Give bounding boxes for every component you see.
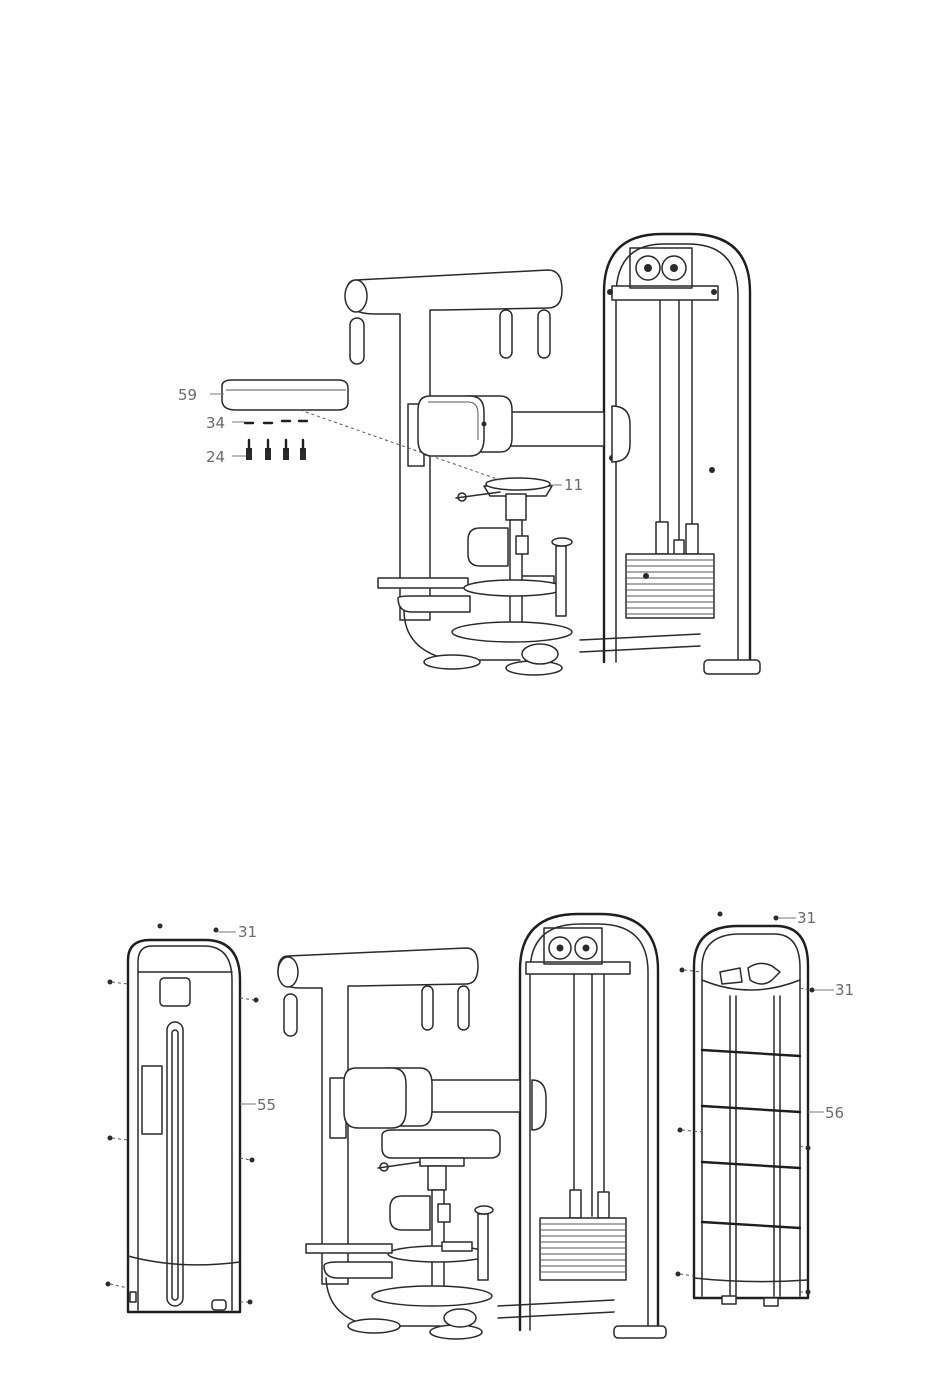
callout-24: 24 xyxy=(206,448,225,466)
seat-post xyxy=(452,478,572,642)
bottom-assembly-view: 31 55 31 31 56 xyxy=(106,909,855,1339)
right-shroud-56 xyxy=(694,926,808,1306)
side-pad xyxy=(612,406,630,462)
callout-55: 55 xyxy=(257,1096,276,1114)
callout-56: 56 xyxy=(825,1104,844,1122)
callout-31-right-side: 31 xyxy=(835,981,854,999)
washers-34 xyxy=(245,421,307,423)
callout-31-right-top: 31 xyxy=(797,909,816,927)
right-shroud-screws xyxy=(676,912,815,1295)
top-assembly-view: 59 34 24 11 xyxy=(178,234,760,675)
callout-59: 59 xyxy=(178,386,197,404)
back-pad xyxy=(408,396,512,466)
center-machine xyxy=(278,914,666,1339)
left-shroud-55 xyxy=(128,940,240,1312)
callout-34: 34 xyxy=(206,414,225,432)
callout-31-left: 31 xyxy=(238,923,257,941)
seat-pad-59 xyxy=(222,380,348,410)
bolts-24 xyxy=(246,440,306,460)
callout-11: 11 xyxy=(564,476,583,494)
